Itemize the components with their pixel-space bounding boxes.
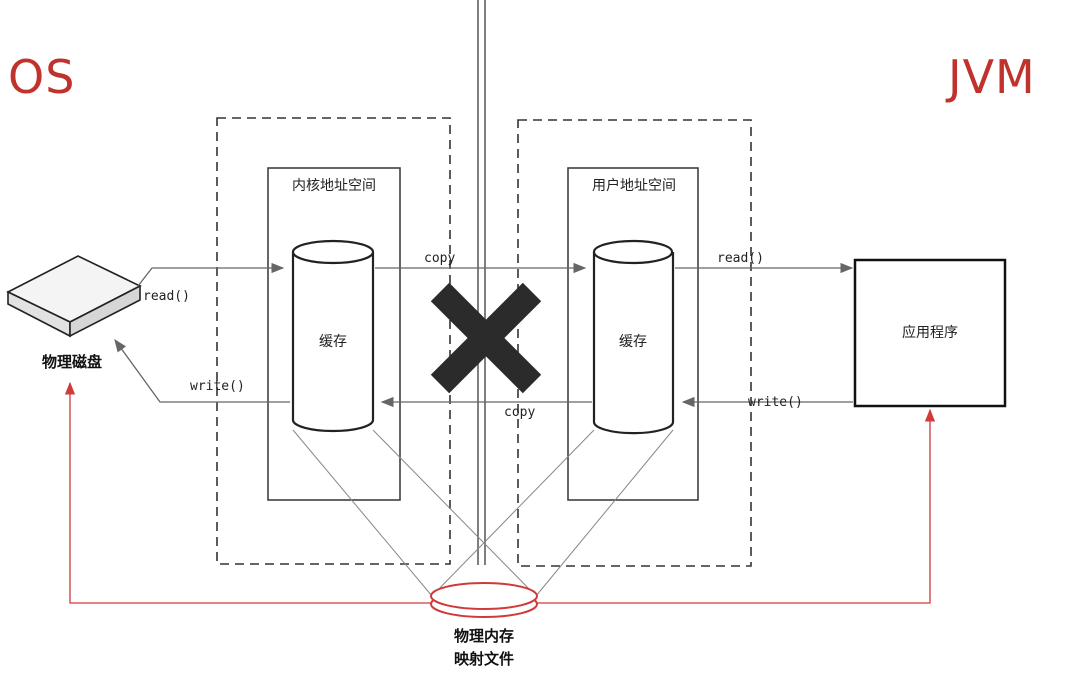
- kernel-buffer-cylinder: [291, 239, 375, 433]
- jvm-label: JVM: [948, 50, 1036, 104]
- copy-top-label: copy: [424, 251, 455, 266]
- application-box: [853, 258, 1007, 408]
- disk-write-label: write(): [190, 379, 245, 394]
- mmap-projection-lines: [292, 429, 674, 597]
- kernel-region-dashed: [216, 117, 451, 565]
- copy-bottom-label: copy: [504, 405, 535, 420]
- disk-write-arrow: [114, 338, 290, 403]
- mmap-to-disk-arrow: [64, 381, 431, 604]
- disk-icon: [6, 255, 142, 338]
- disk-read-arrow: [137, 262, 285, 287]
- user-buffer-label: 缓存: [619, 334, 647, 350]
- center-divider: [477, 0, 486, 565]
- app-write-label: write(): [748, 395, 803, 410]
- kernel-space-title: 内核地址空间: [292, 178, 376, 194]
- mmap-label-line1: 物理内存: [454, 627, 514, 645]
- blocked-cross-icon: [430, 282, 542, 394]
- mmap-label-line2: 映射文件: [454, 650, 514, 668]
- mmap-ellipse: [430, 582, 538, 618]
- kernel-space-box: [267, 167, 401, 501]
- mmap-to-app-arrow: [537, 408, 936, 604]
- app-read-label: read(): [717, 251, 764, 266]
- user-region-dashed: [517, 119, 752, 567]
- user-space-box: [567, 167, 699, 501]
- kernel-buffer-label: 缓存: [319, 334, 347, 350]
- user-space-title: 用户地址空间: [592, 177, 676, 194]
- os-label: OS: [8, 50, 76, 104]
- application-label: 应用程序: [902, 324, 958, 341]
- disk-read-label: read(): [143, 289, 190, 304]
- disk-label: 物理磁盘: [42, 353, 102, 371]
- user-buffer-cylinder: [592, 239, 675, 435]
